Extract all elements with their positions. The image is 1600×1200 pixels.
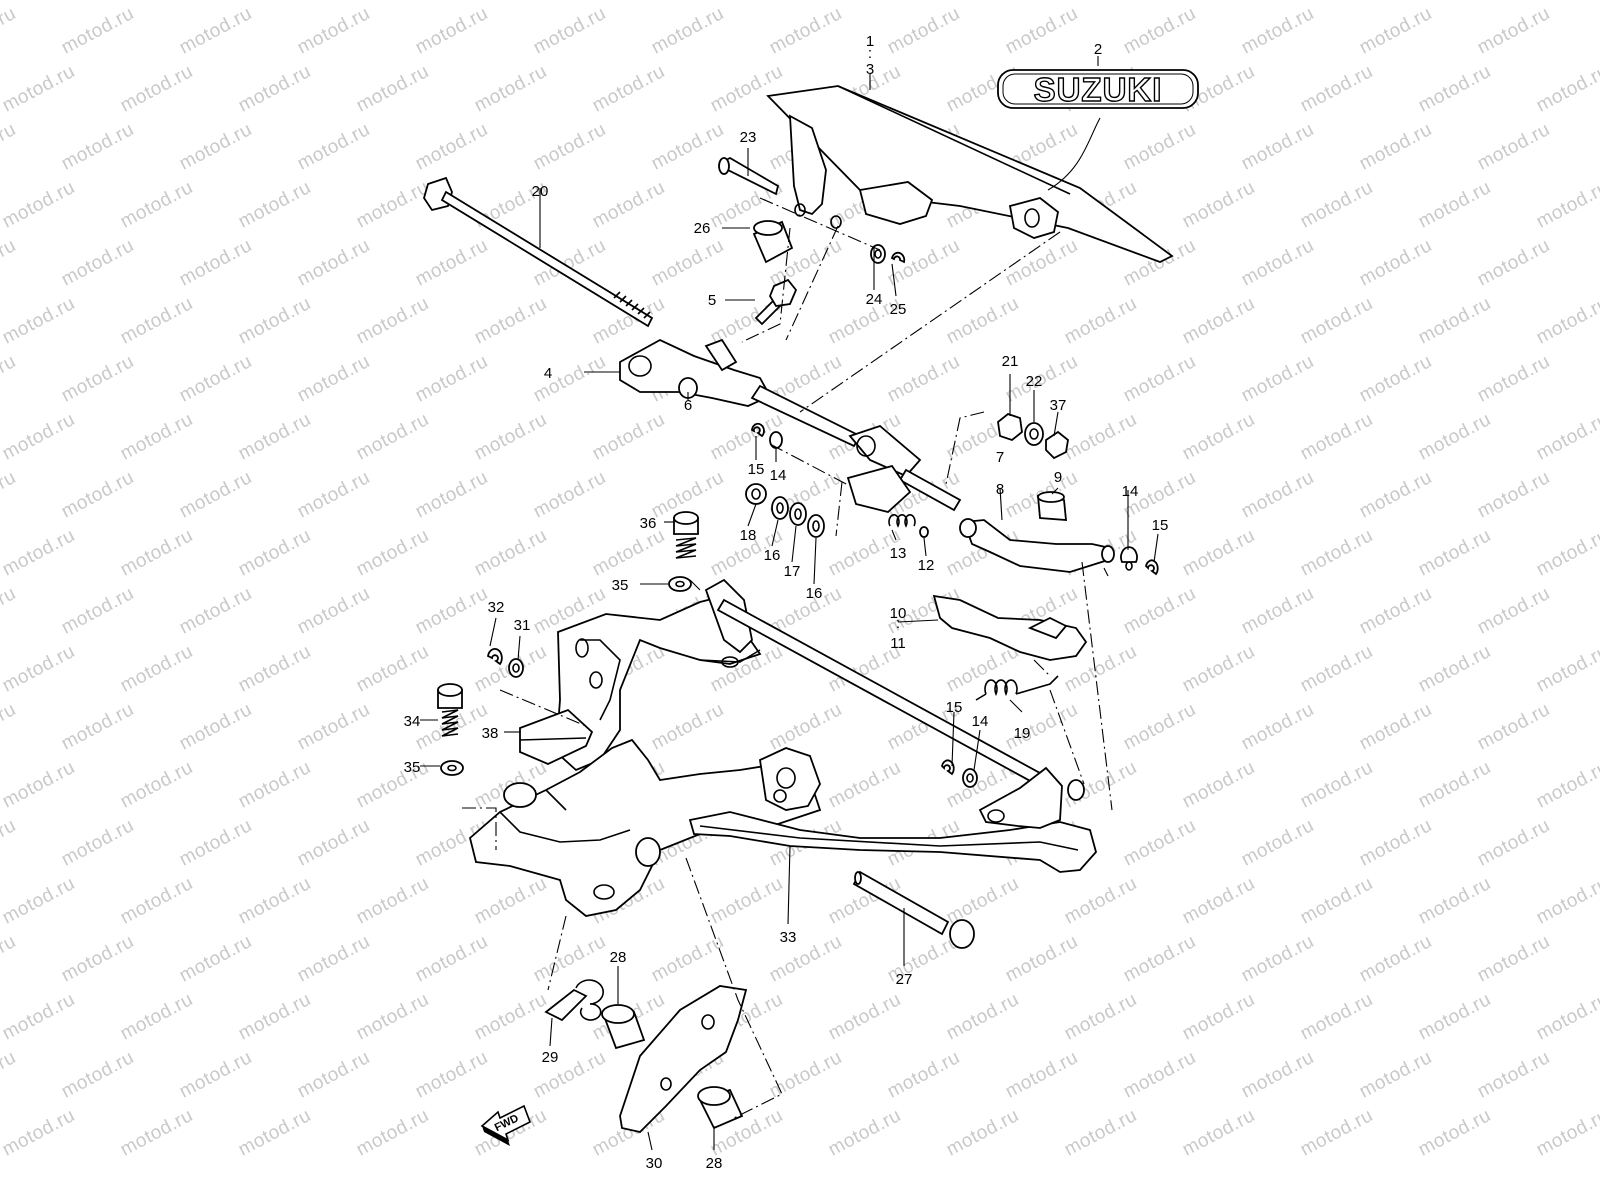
callout-27: 27 bbox=[896, 971, 913, 988]
suzuki-logo-text: SUZUKI bbox=[1034, 71, 1163, 108]
callout-8: 8 bbox=[996, 481, 1004, 498]
callout-4: 4 bbox=[544, 365, 552, 382]
callout-11: 11 bbox=[890, 635, 906, 652]
fwd-arrow-icon: FWD bbox=[480, 1104, 532, 1146]
callout-14-lower: 14 bbox=[972, 713, 989, 730]
leader-lines bbox=[420, 56, 1159, 1151]
callout-28-top: 28 bbox=[610, 949, 627, 966]
callout-23: 23 bbox=[740, 129, 757, 146]
linkage-arms bbox=[888, 514, 1159, 788]
callout-5: 5 bbox=[708, 292, 716, 309]
callout-26: 26 bbox=[694, 220, 711, 237]
callout-14-center: 14 bbox=[770, 467, 787, 484]
callout-18: 18 bbox=[740, 527, 757, 544]
callout-25: 25 bbox=[890, 301, 907, 318]
callout-16-a: 16 bbox=[764, 547, 781, 564]
callout-17: 17 bbox=[784, 563, 801, 580]
callout-3: 3 bbox=[866, 61, 874, 78]
callout-37: 37 bbox=[1050, 397, 1067, 414]
callout-21: 21 bbox=[1002, 353, 1019, 370]
nuts-washers-right bbox=[997, 412, 1069, 521]
long-bolt-part bbox=[423, 176, 654, 328]
callout-14-right: 14 bbox=[1122, 483, 1139, 500]
left-bolts bbox=[437, 648, 524, 776]
callout-10: 10 bbox=[890, 605, 907, 622]
callout-35-top: 35 bbox=[612, 577, 629, 594]
suzuki-badge-part: SUZUKI bbox=[997, 69, 1199, 191]
callout-2: 2 bbox=[1094, 41, 1102, 58]
callout-20: 20 bbox=[532, 183, 549, 200]
callout-28-bottom: 28 bbox=[706, 1155, 723, 1172]
top-cover-part bbox=[766, 85, 1174, 263]
callout-24: 24 bbox=[866, 291, 883, 308]
bottom-parts bbox=[544, 979, 748, 1133]
callout-35-bottom: 35 bbox=[404, 759, 421, 776]
callout-7: 7 bbox=[996, 449, 1004, 466]
callout-12: 12 bbox=[918, 557, 935, 574]
clamp-bracket-assembly bbox=[468, 578, 1097, 917]
callout-34: 34 bbox=[404, 713, 421, 730]
callout-33: 33 bbox=[780, 929, 797, 946]
callout-29: 29 bbox=[542, 1049, 559, 1066]
assembly-lines bbox=[462, 197, 1113, 1119]
callout-labels: 1 : 3 2 23 20 26 5 24 25 4 6 21 22 37 7 … bbox=[404, 33, 1169, 1172]
callout-9: 9 bbox=[1054, 469, 1062, 486]
callout-13: 13 bbox=[890, 545, 907, 562]
washers-center bbox=[668, 422, 825, 592]
callout-19: 19 bbox=[1014, 725, 1031, 742]
callout-15-lower: 15 bbox=[946, 699, 963, 716]
callout-15-center: 15 bbox=[748, 461, 765, 478]
callout-31: 31 bbox=[514, 617, 531, 634]
callout-1-3-dot: : bbox=[868, 45, 872, 62]
swivel-shaft-part bbox=[619, 338, 962, 513]
callout-10-11-dot: : bbox=[896, 615, 900, 632]
callout-38: 38 bbox=[482, 725, 499, 742]
callout-36: 36 bbox=[640, 515, 657, 532]
callout-22: 22 bbox=[1026, 373, 1043, 390]
callout-16-b: 16 bbox=[806, 585, 823, 602]
callout-6: 6 bbox=[684, 397, 692, 414]
lower-pin-part bbox=[852, 870, 975, 949]
callout-15-right: 15 bbox=[1152, 517, 1169, 534]
callout-30: 30 bbox=[646, 1155, 663, 1172]
callout-32: 32 bbox=[488, 599, 505, 616]
callout-1: 1 bbox=[866, 33, 874, 50]
